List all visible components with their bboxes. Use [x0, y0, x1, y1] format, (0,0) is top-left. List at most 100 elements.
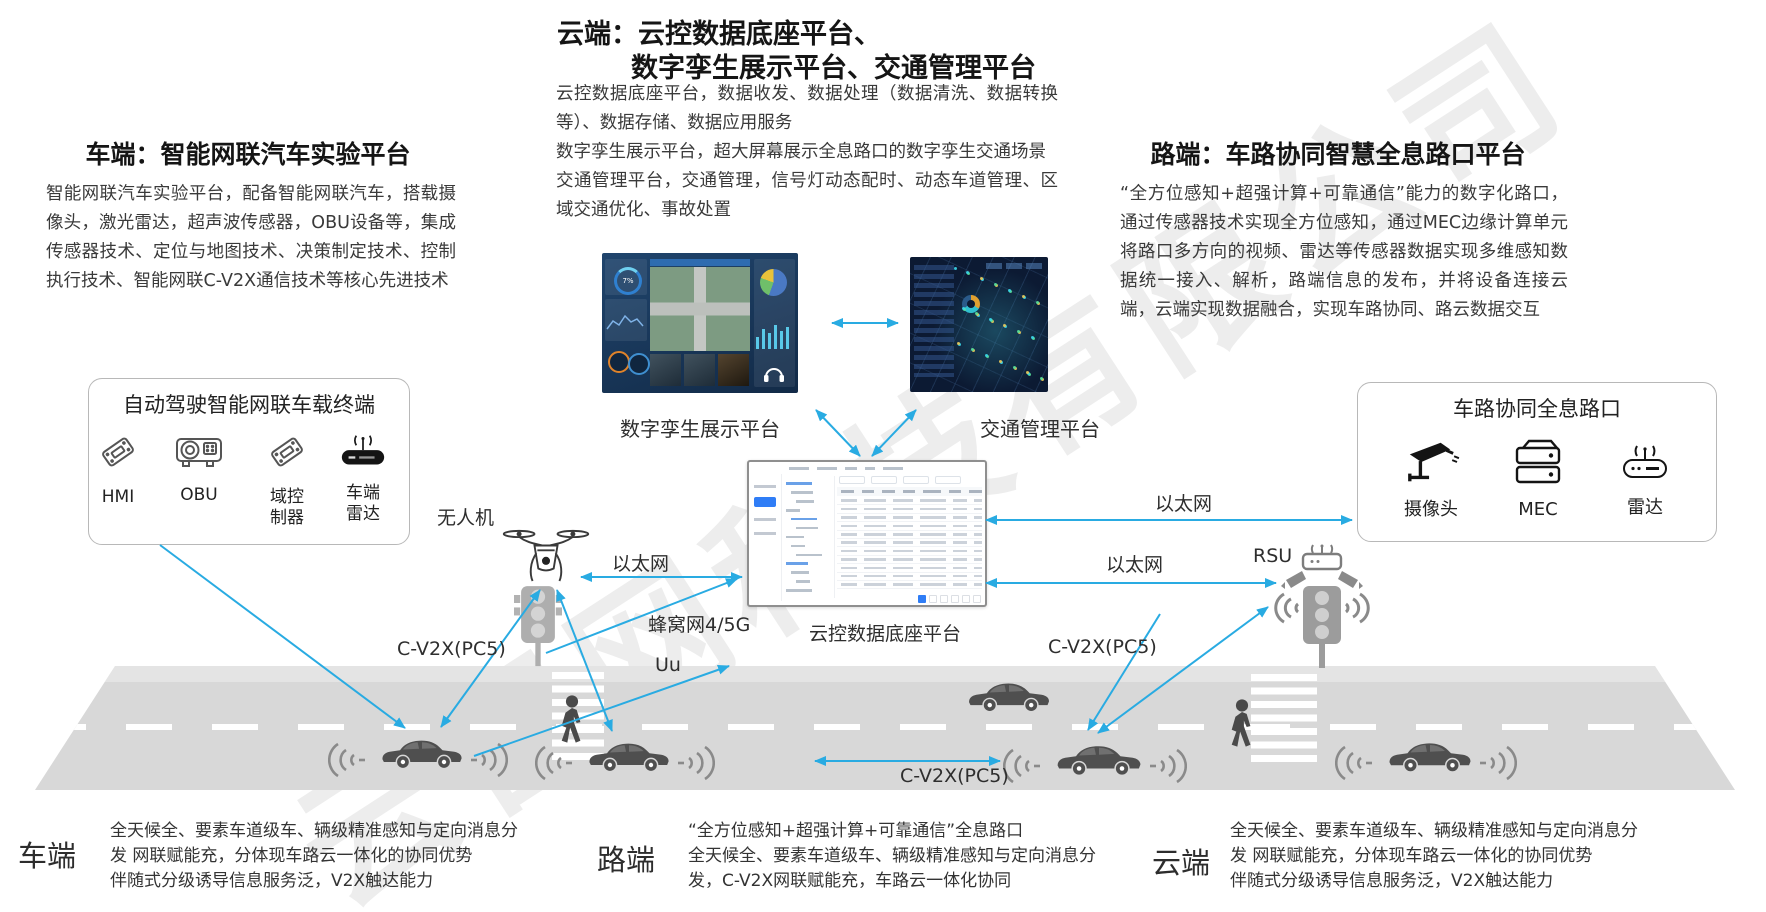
digital-twin-label: 数字孪生展示平台 — [620, 417, 780, 441]
decor-map-dot — [966, 271, 969, 274]
vehicle-section-body: 智能网联汽车实验平台，配备智能网联汽车，搭载摄像头，激光雷达，超声波传感器，OB… — [46, 184, 456, 291]
decor-table-row — [837, 564, 982, 573]
cv2x-label-bottom: C-V2X(PC5) — [900, 765, 1009, 787]
cb-table-rows — [837, 497, 982, 591]
road-section-title: 路端：车路协同智慧全息路口平台 — [1150, 140, 1526, 169]
vehicle-terminal-box-title: 自动驾驶智能网联车载终端 — [123, 393, 375, 417]
decor-map-dot — [1031, 336, 1034, 339]
bottom-road-label: 路端 — [597, 843, 656, 877]
dt-bar-chart — [756, 323, 789, 349]
tm-left-panel — [914, 265, 954, 377]
cv2x-label-left: C-V2X(PC5) — [397, 638, 506, 660]
dt-chart-panel — [605, 299, 647, 341]
decor-tree-bar — [796, 580, 810, 583]
v2x-wave-icon — [328, 740, 366, 784]
cloud-section-body-p1: 云控数据底座平台，数据收发、数据处理（数据清洗、数据转换等）、数据存储、数据应用… — [556, 84, 1058, 133]
bottom-vehicle-line: 伴随式分级诱导信息服务泛，V2X触达能力 — [110, 871, 434, 891]
bottom-vehicle-line: 全天候全、要素车道级车、辆级精准感知与定向消息分 — [110, 821, 518, 841]
tm-donut-chart — [962, 295, 980, 313]
cellular-label: 蜂窝网4/5G — [648, 614, 751, 636]
dt-sparkline — [606, 314, 644, 330]
dt-badge-orange — [608, 351, 630, 373]
digital-twin-screenshot: 7% — [602, 253, 798, 393]
dt-gauge-value: 7% — [622, 277, 634, 285]
cloud-section-title-line2: 数字孪生展示平台、交通管理平台 — [631, 53, 1036, 84]
bottom-road-line: “全方位感知+超强计算+可靠通信”全息路口 — [688, 821, 1024, 841]
device-label: 雷达 — [1627, 497, 1663, 518]
headphone-icon — [764, 368, 784, 382]
v2x-wave-icon — [677, 743, 715, 787]
decor-map-dot — [1036, 301, 1039, 304]
decor-table-row — [837, 531, 982, 539]
bottom-road-text: “全方位感知+超强计算+可靠通信”全息路口 全天候全、要素车道级车、辆级精准感知… — [688, 819, 1096, 894]
decor-map-dot — [1040, 377, 1043, 380]
decor-map-dot — [1026, 371, 1029, 374]
hmi-device: HMI — [92, 427, 144, 508]
radar-router-icon — [1618, 439, 1672, 491]
bottom-cloud-line: 伴随式分级诱导信息服务泛，V2X触达能力 — [1230, 871, 1554, 891]
decor-tree-bar — [786, 482, 812, 485]
cloud-section-body-p3: 交通管理平台，交通管理，信号灯动态配时、动态车道管理、区域交通优化、事故处置 — [556, 171, 1058, 220]
rsu-label: RSU — [1253, 545, 1293, 567]
chip-icon — [262, 427, 312, 481]
vehicle-terminal-box: 自动驾驶智能网联车载终端 HMI OBU — [88, 378, 410, 545]
bottom-vehicle-line: 发 网联赋能充，分体现车路云一体化的协同优势 — [110, 846, 473, 866]
cv2x-label-right: C-V2X(PC5) — [1048, 636, 1157, 658]
device-label: OBU — [180, 485, 218, 505]
dt-aerial-view — [650, 267, 750, 351]
tm-header-bars — [986, 263, 1042, 269]
decor-map-dot — [994, 283, 997, 286]
holo-intersection-box: 车路协同全息路口 摄像头 MEC — [1357, 382, 1717, 542]
cloud-base-label: 云控数据底座平台 — [808, 623, 961, 645]
decor-map-dot — [989, 318, 992, 321]
mec-device: MEC — [1508, 437, 1568, 522]
rsu-pole-assembly — [1258, 538, 1388, 674]
bottom-cloud-line: 全天候全、要素车道级车、辆级精准感知与定向消息分 — [1230, 821, 1638, 841]
roadside-radar-device: 雷达 — [1615, 439, 1675, 520]
decor-tree-bar — [786, 589, 812, 592]
car-icon — [1053, 736, 1145, 782]
bottom-cloud-text: 全天候全、要素车道级车、辆级精准感知与定向消息分 发 网联赋能充，分体现车路云一… — [1230, 819, 1638, 894]
decor-map-dot — [1008, 289, 1011, 292]
car-icon — [963, 674, 1055, 718]
decor-tree-bar — [796, 553, 822, 557]
pedestrian-icon — [1226, 698, 1258, 760]
decor-map-dot — [1003, 324, 1006, 327]
bottom-vehicle-text: 全天候全、要素车道级车、辆级精准感知与定向消息分 发 网联赋能充，分体现车路云一… — [110, 819, 518, 894]
drone-label: 无人机 — [437, 507, 495, 529]
decor-table-row — [837, 573, 982, 581]
decor-table-row — [837, 539, 982, 548]
device-label: MEC — [1518, 499, 1558, 520]
cloud-section-body-p2: 数字孪生展示平台，超大屏幕展示全息路口的数字孪生交通场景 — [556, 142, 1046, 162]
cb-pagination — [918, 595, 981, 603]
decor-table-row — [837, 522, 982, 531]
drone-icon — [498, 526, 594, 592]
traffic-light-icon — [514, 584, 562, 674]
decor-table-row — [837, 581, 982, 590]
decor-map-dot — [971, 348, 974, 351]
chip-icon — [93, 427, 143, 481]
decor-map-dot — [957, 342, 960, 345]
device-label: 车端雷达 — [346, 483, 380, 525]
tm-map-dots — [910, 257, 1048, 392]
lane-marking — [40, 724, 1730, 730]
decor-map-dot — [999, 360, 1002, 363]
domain-controller-device: 域控制器 — [261, 427, 313, 530]
cb-main-table — [837, 474, 982, 591]
cb-toolbar — [749, 464, 903, 472]
traffic-mgmt-label: 交通管理平台 — [980, 417, 1100, 441]
crosswalk-right — [1251, 674, 1317, 762]
vehicle-radar-device: 车端雷达 — [337, 431, 389, 526]
traffic-mgmt-screenshot — [910, 257, 1048, 392]
cb-table-header — [837, 487, 982, 496]
cb-side-nav — [749, 474, 782, 601]
decor-table-row — [837, 505, 982, 514]
decor-table-row — [837, 497, 982, 506]
device-label: 摄像头 — [1404, 499, 1458, 520]
decor-map-dot — [980, 277, 983, 280]
decor-table-row — [837, 589, 982, 591]
decor-tree-bar — [791, 491, 813, 494]
dt-video-titlebar — [650, 259, 750, 266]
decor-tree-bar — [796, 500, 814, 503]
